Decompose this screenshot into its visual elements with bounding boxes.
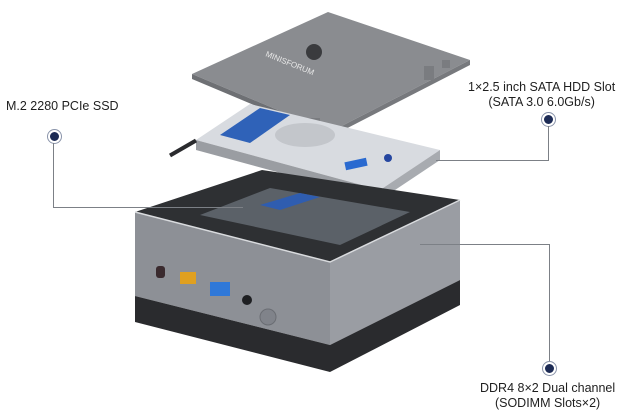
callout-ram-line-horizontal [420, 244, 550, 245]
callout-ssd-label: M.2 2280 PCIe SSD [6, 99, 119, 114]
callout-ssd-line-vertical [53, 143, 54, 207]
callout-ram-dot [543, 362, 556, 375]
callout-ram-line-vertical [549, 244, 550, 362]
callout-hdd-dot [542, 113, 555, 126]
callout-ram-title: DDR4 8×2 Dual channel [480, 381, 616, 395]
callout-ssd-title: M.2 2280 PCIe SSD [6, 99, 119, 113]
callout-ssd-dot [48, 130, 61, 143]
callout-hdd-line-vertical [548, 126, 549, 160]
usb-a-yellow-port [180, 272, 196, 284]
callout-ssd-line-horizontal [53, 207, 243, 208]
callout-ram-label: DDR4 8×2 Dual channel (SODIMM Slots×2) [480, 381, 615, 411]
callout-hdd-subtitle: (SATA 3.0 6.0Gb/s) [488, 95, 595, 109]
usb-a-blue-port [210, 282, 230, 296]
usb-c-port [156, 266, 165, 278]
callout-hdd-title: 1×2.5 inch SATA HDD Slot [468, 80, 616, 94]
callout-hdd-label: 1×2.5 inch SATA HDD Slot (SATA 3.0 6.0Gb… [468, 80, 615, 110]
power-button [259, 308, 277, 326]
audio-jack [242, 295, 252, 305]
callout-ram-subtitle: (SODIMM Slots×2) [494, 396, 601, 410]
chassis [134, 170, 461, 372]
callout-hdd-line-horizontal [436, 160, 549, 161]
